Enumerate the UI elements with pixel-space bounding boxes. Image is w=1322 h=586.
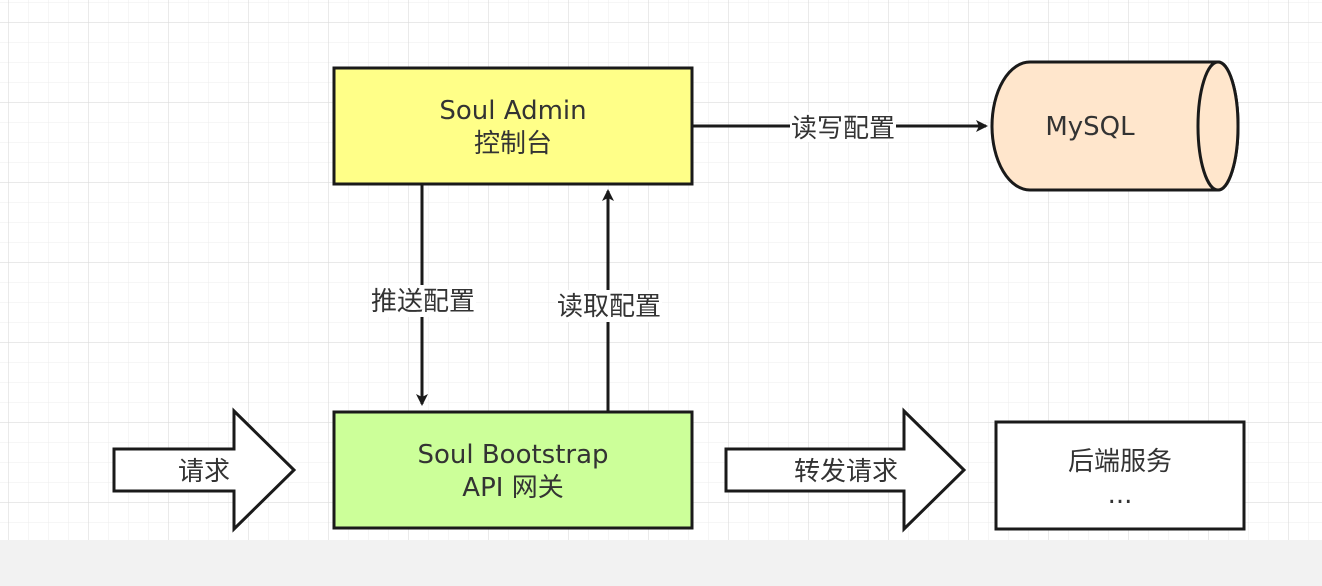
node-soul-admin-subtitle: 控制台 xyxy=(474,129,552,159)
mysql-cylinder-cap xyxy=(1196,60,1240,192)
node-soul-bootstrap[interactable] xyxy=(332,410,694,530)
node-soul-admin-title: Soul Admin xyxy=(439,96,586,126)
edge-label-bg-admin-mysql xyxy=(790,112,896,142)
node-backend-ellipsis: ... xyxy=(1108,480,1133,510)
node-soul-bootstrap-subtitle: API 网关 xyxy=(462,473,563,503)
node-soul-admin[interactable] xyxy=(332,66,694,186)
block-arrow-forward-label: 转发请求 xyxy=(794,457,898,487)
edge-label-read-write-config: 读写配置 xyxy=(791,114,895,144)
node-mysql-label: MySQL xyxy=(1045,112,1135,142)
block-arrow-request-shape xyxy=(112,407,297,533)
block-arrow-forward-shape xyxy=(724,407,967,533)
edge-label-bg-read xyxy=(556,290,662,322)
block-arrow-request-label: 请求 xyxy=(178,457,230,487)
node-mysql[interactable]: MySQL xyxy=(990,60,1240,192)
node-backend-title: 后端服务 xyxy=(1068,447,1172,477)
edge-label-bg-push xyxy=(370,285,476,317)
node-backend-services[interactable] xyxy=(994,420,1246,531)
canvas-footer-band xyxy=(0,540,1322,582)
edge-label-read-config: 读取配置 xyxy=(557,292,661,322)
node-soul-bootstrap-title: Soul Bootstrap xyxy=(417,440,608,470)
block-arrow-request[interactable]: 请求 xyxy=(112,407,297,533)
edge-label-push-config: 推送配置 xyxy=(371,287,475,317)
block-arrow-forward[interactable]: 转发请求 xyxy=(724,407,967,533)
